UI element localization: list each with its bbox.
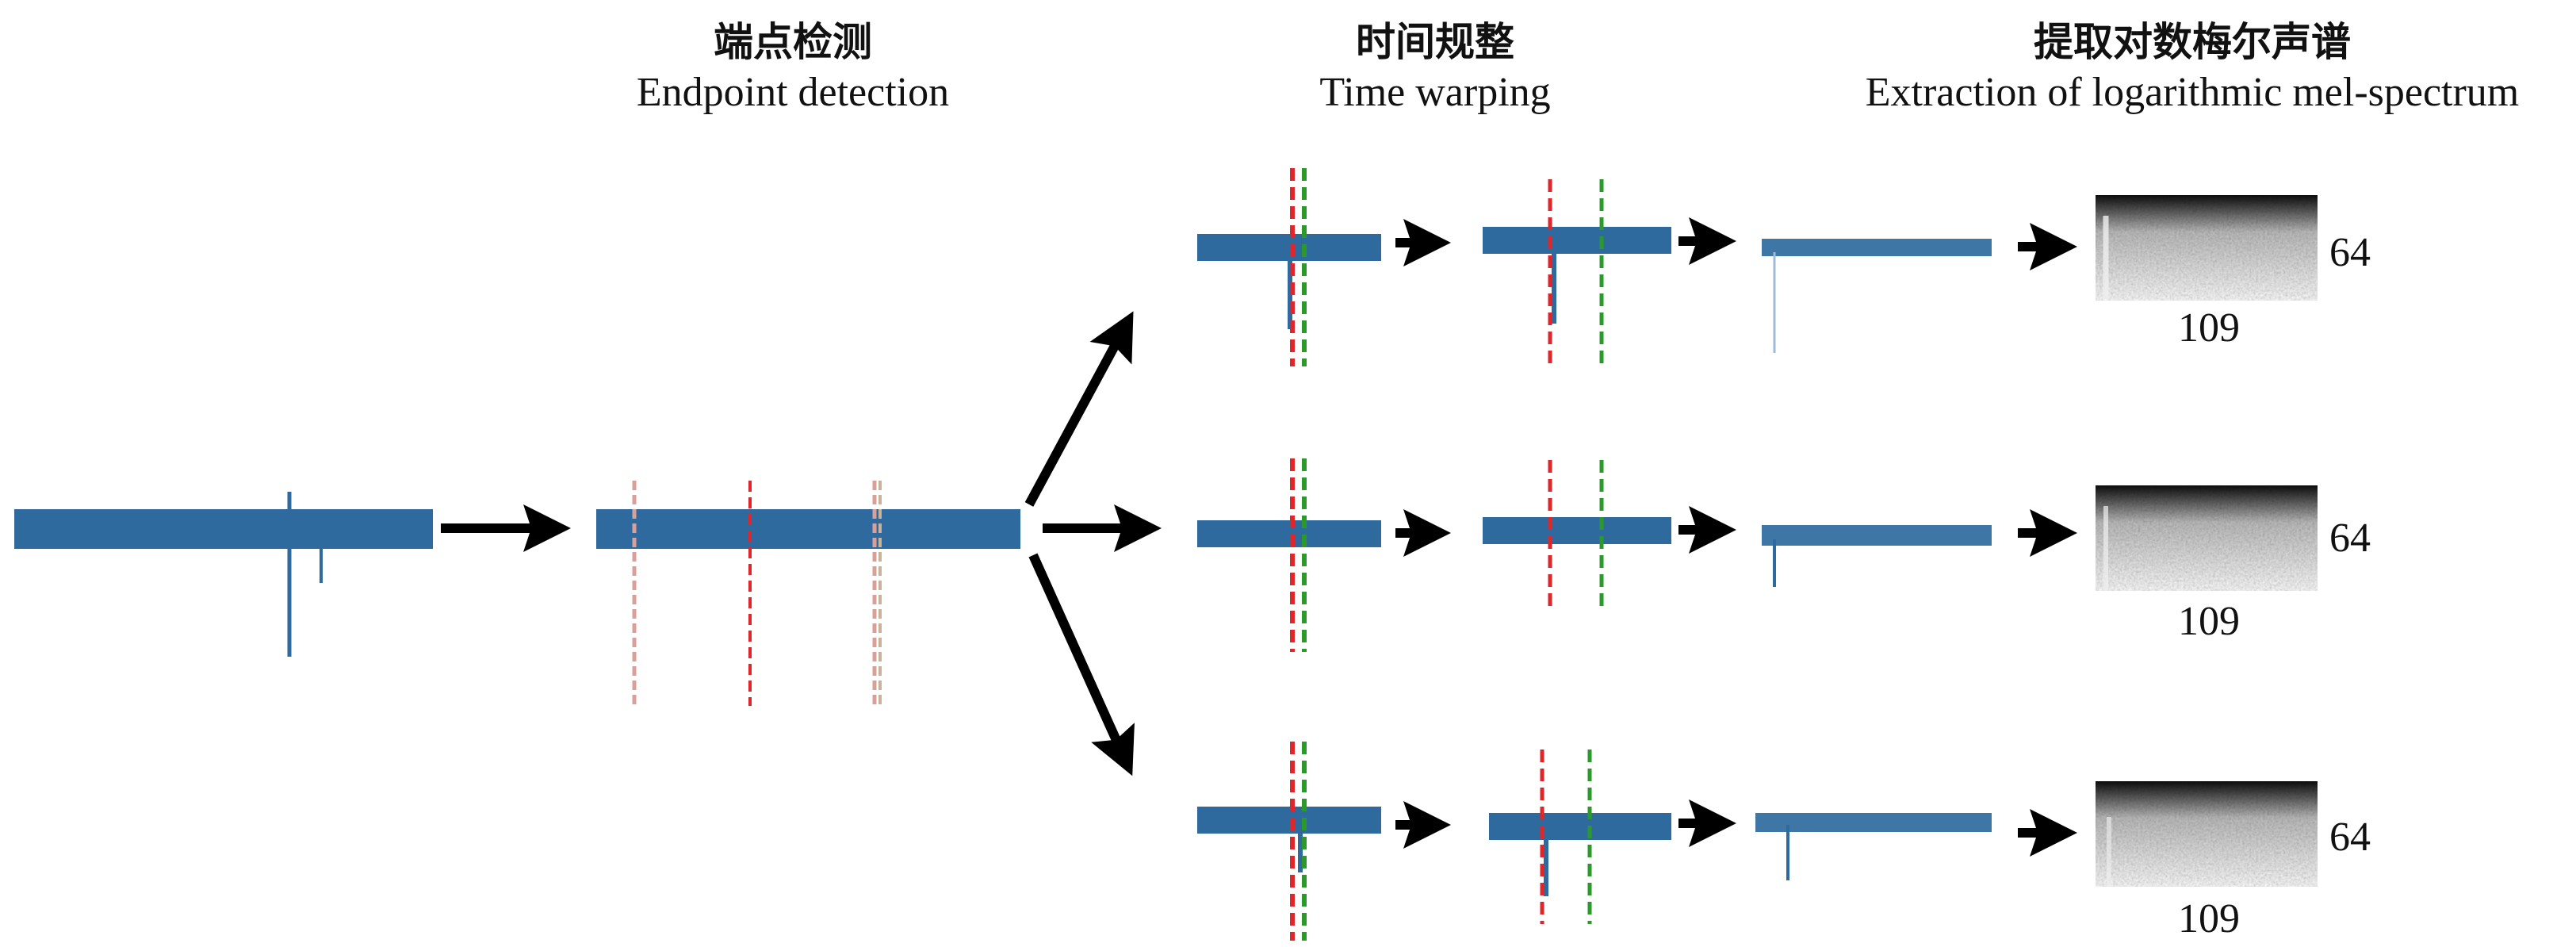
row1-warped-band (1483, 227, 1671, 254)
header-mel-spectrum-zh: 提取对数梅尔声谱 (2034, 19, 2351, 65)
row1-extracted-band (1762, 239, 1992, 256)
row3-warped-band (1489, 813, 1671, 840)
header-time-warping: 时间规整 Time warping (1189, 17, 1681, 119)
header-mel-spectrum-en: Extraction of logarithmic mel-spectrum (1865, 70, 2520, 115)
row1-spectrogram (2096, 195, 2318, 301)
endpoint-waveform (596, 481, 1020, 706)
row3-spectrogram-shade (2096, 781, 2318, 887)
row2-segment-band (1197, 520, 1381, 547)
header-endpoint-detection-en: Endpoint detection (636, 70, 950, 115)
row2-extracted-band (1762, 525, 1992, 546)
row2-spectrogram (2096, 485, 2318, 591)
row2-width-label: 109 (2178, 599, 2240, 644)
raw-waveform (14, 492, 433, 657)
row-1: 64 109 (1197, 168, 2371, 366)
row3-height-label: 64 (2329, 815, 2371, 860)
row1-spectrogram-shade (2096, 195, 2318, 301)
header-mel-spectrum: 提取对数梅尔声谱 Extraction of logarithmic mel-s… (1816, 17, 2569, 119)
arrow-branch-down (1028, 553, 1135, 776)
row-2: 64 109 (1197, 458, 2371, 652)
header-time-warping-zh: 时间规整 (1356, 19, 1514, 65)
row3-segment-band (1197, 807, 1381, 834)
header-endpoint-detection-zh: 端点检测 (714, 19, 872, 65)
row-3: 64 109 (1197, 742, 2371, 941)
row1-height-label: 64 (2329, 230, 2371, 275)
row2-spectrogram-shade (2096, 485, 2318, 591)
header-endpoint-detection: 端点检测 Endpoint detection (539, 17, 1047, 119)
arrow-branch-up (1024, 311, 1134, 507)
endpoint-waveform-band (596, 509, 1020, 549)
row3-spectrogram (2096, 781, 2318, 887)
row3-width-label: 109 (2178, 896, 2240, 941)
raw-waveform-band (14, 509, 433, 549)
header-time-warping-en: Time warping (1319, 70, 1551, 115)
row1-width-label: 109 (2178, 305, 2240, 351)
row3-extracted-band (1755, 813, 1992, 832)
row2-warped-band (1483, 517, 1671, 544)
row2-height-label: 64 (2329, 516, 2371, 561)
